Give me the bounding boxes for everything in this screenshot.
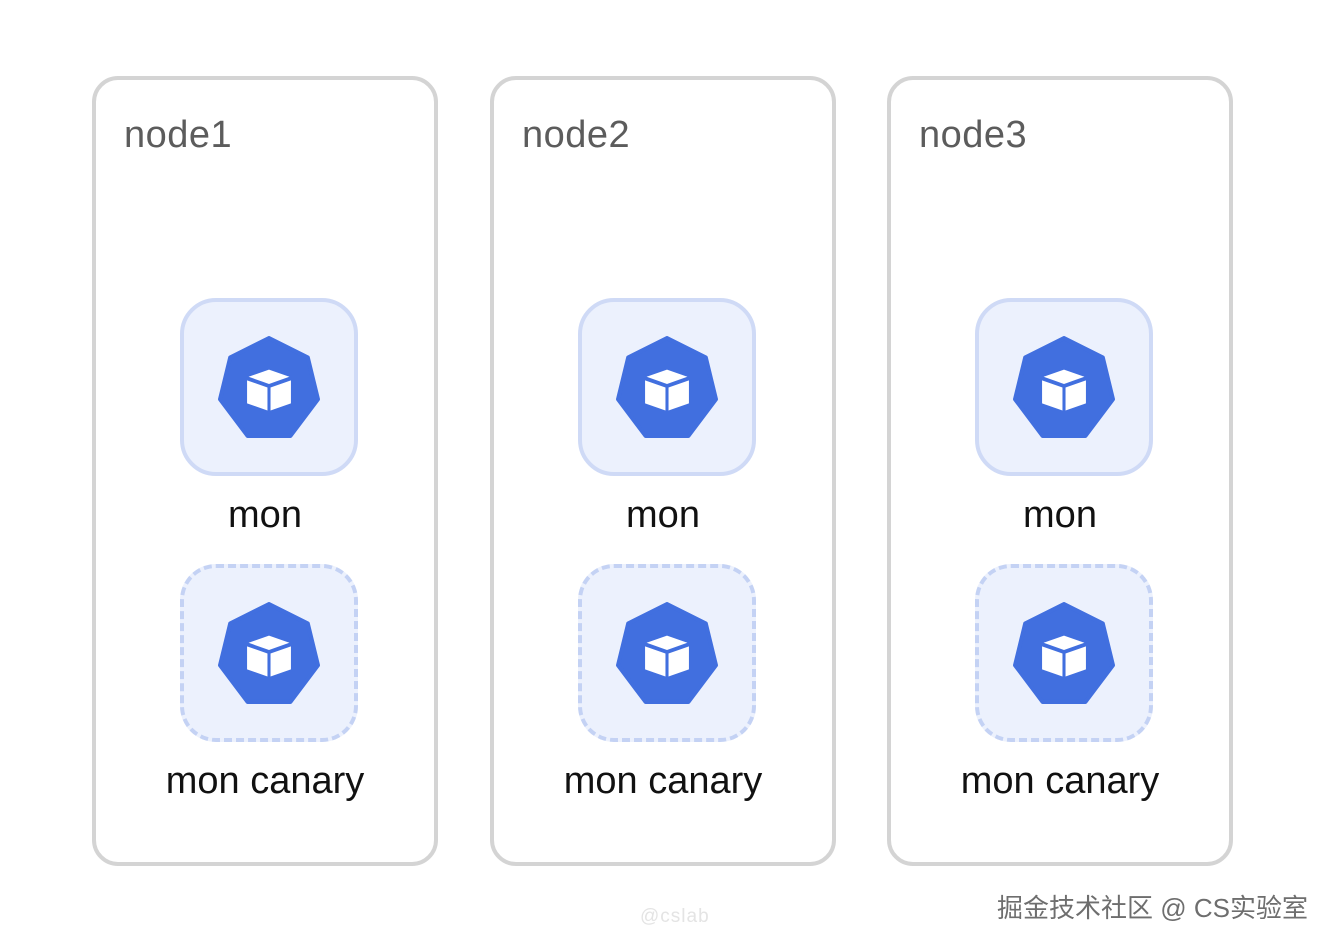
node-card-node3: node3 mon mon canary: [887, 76, 1233, 866]
kubernetes-pod-icon: [616, 602, 718, 704]
node-card-node2: node2 mon mon canary: [490, 76, 836, 866]
kubernetes-pod-icon: [1013, 336, 1115, 438]
pod-label-mon: mon: [1023, 494, 1097, 536]
pod-mon[interactable]: [180, 298, 358, 476]
footer-credit: 掘金技术社区 @ CS实验室: [997, 893, 1308, 923]
pod-label-mon: mon: [626, 494, 700, 536]
pod-label-mon: mon: [228, 494, 302, 536]
pod-mon[interactable]: [975, 298, 1153, 476]
kubernetes-pod-icon: [1013, 602, 1115, 704]
kubernetes-pod-icon: [616, 336, 718, 438]
pod-mon-canary[interactable]: [180, 564, 358, 742]
kubernetes-pod-icon: [218, 336, 320, 438]
pod-mon-canary[interactable]: [578, 564, 756, 742]
pod-label-mon-canary: mon canary: [960, 760, 1160, 802]
pod-mon[interactable]: [578, 298, 756, 476]
kubernetes-pod-icon: [218, 602, 320, 704]
node-title: node2: [522, 114, 631, 156]
node-card-node1: node1 mon mon canary: [92, 76, 438, 866]
pod-label-mon-canary: mon canary: [165, 760, 365, 802]
watermark: @cslab: [640, 906, 710, 927]
node-title: node3: [919, 114, 1028, 156]
pod-label-mon-canary: mon canary: [563, 760, 763, 802]
node-title: node1: [124, 114, 233, 156]
pod-mon-canary[interactable]: [975, 564, 1153, 742]
